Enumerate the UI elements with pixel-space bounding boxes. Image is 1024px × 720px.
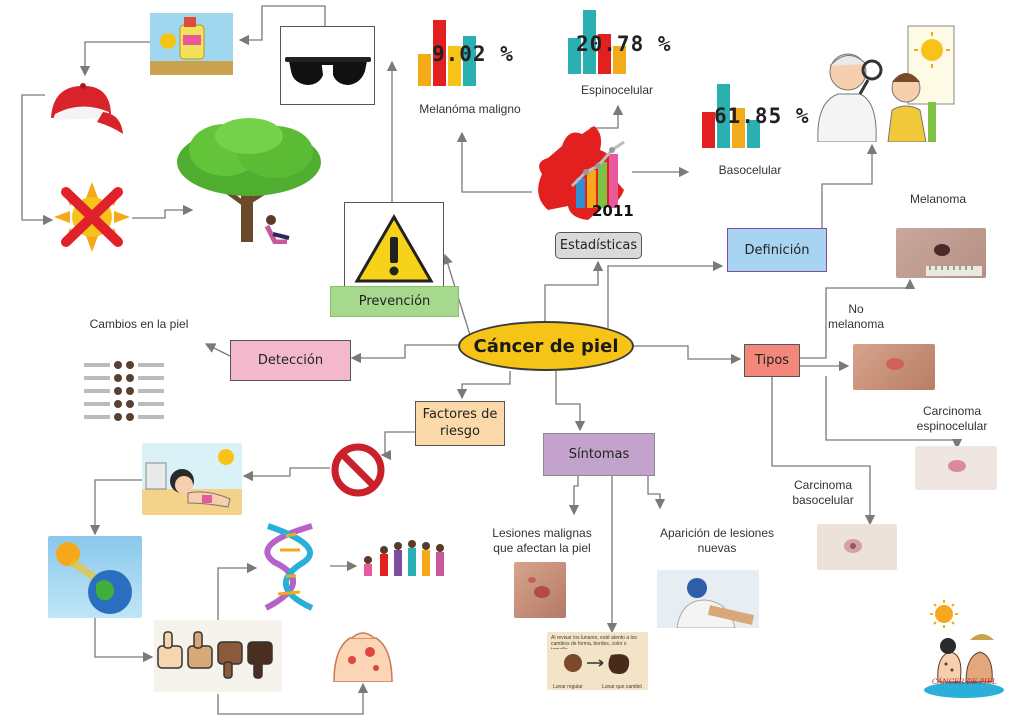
branch-deteccion-label: Detección: [257, 353, 324, 368]
basocelular-bar-icon: [700, 82, 760, 148]
melanoma-bar-icon: [416, 18, 476, 86]
stats-year: 2011: [592, 202, 634, 220]
branch-definicion-label: Definición: [744, 242, 810, 258]
branch-factores[interactable]: Factores de riesgo: [415, 401, 505, 446]
branch-estadisticas[interactable]: Estadísticas: [555, 232, 642, 259]
carcinoma-basocelular-photo: [817, 524, 897, 570]
branch-prevencion[interactable]: Prevención: [330, 286, 459, 317]
no-melanoma-photo: [853, 344, 935, 390]
espinocelular-label: Espinocelular: [580, 83, 654, 97]
melanoma-pct: 9.02 %: [432, 42, 514, 66]
stats-map-chart-image: [528, 120, 636, 228]
branch-estadisticas-label: Estadísticas: [559, 238, 638, 253]
aparicion-photo: [657, 570, 759, 628]
branch-tipos-label: Tipos: [754, 353, 790, 368]
moles-body-image: [330, 608, 396, 683]
abcde-chart-image: [84, 358, 198, 424]
basocelular-label: Basocelular: [718, 163, 782, 177]
sunscreen-image: [150, 13, 233, 75]
logo-text: CÁNCER DE PIEL: [932, 678, 997, 686]
tree-shade-image: [175, 116, 325, 245]
espinocelular-bar-icon: [566, 8, 626, 74]
cambios-label: Cambios en la piel: [89, 317, 189, 331]
carcinoma-espinocelular-label: Carcinoma espinocelular: [916, 404, 988, 433]
lesiones-malignas-label: Lesiones malignas que afectan la piel: [492, 526, 592, 555]
prohibited-icon: [330, 442, 386, 498]
central-label: Cáncer de piel: [473, 335, 619, 357]
abnormal-mole-caption: Lunar que cambió: [601, 684, 642, 690]
branch-definicion[interactable]: Definición: [727, 228, 827, 272]
no-sun-image: [52, 180, 132, 254]
melanoma-label: Melanóma maligno: [419, 102, 521, 116]
central-node[interactable]: Cáncer de piel: [458, 321, 634, 371]
skin-tones-thumbs-image: [154, 620, 282, 692]
carcinoma-espinocelular-photo: [915, 446, 997, 490]
family-image: [358, 536, 452, 582]
carcinoma-basocelular-label: Carcinoma basocelular: [792, 478, 854, 507]
basocelular-pct: 61.85 %: [714, 104, 810, 128]
sun-earth-image: [48, 536, 142, 618]
warning-icon: [354, 214, 434, 283]
dna-image: [256, 522, 328, 612]
cap-image: [45, 78, 125, 142]
branch-tipos[interactable]: Tipos: [744, 344, 800, 377]
branch-prevencion-label: Prevención: [358, 294, 431, 309]
lesiones-photo: [514, 562, 566, 618]
no-melanoma-label: No melanoma: [827, 302, 885, 331]
tanning-girl-image: [142, 443, 242, 515]
cancer-de-piel-logo: CÁNCER DE PIEL: [920, 598, 1004, 700]
branch-factores-label: Factores de riesgo: [422, 406, 498, 439]
moles-card: Al revisar los lunares, esté atento a lo…: [547, 632, 648, 690]
aparicion-label: Aparición de lesiones nuevas: [659, 526, 775, 555]
sunglasses-image: [280, 26, 375, 105]
moles-card-text: Al revisar los lunares, esté atento a lo…: [551, 635, 637, 649]
branch-sintomas[interactable]: Síntomas: [543, 433, 655, 476]
melanoma-type-label: Melanoma: [909, 192, 967, 206]
branch-sintomas-label: Síntomas: [568, 447, 630, 462]
melanoma-photo: [896, 228, 986, 278]
branch-deteccion[interactable]: Detección: [230, 340, 351, 381]
doctor-exam-image: [808, 22, 958, 143]
prevention-box: [344, 202, 444, 290]
normal-mole-caption: Lunar regular: [553, 684, 583, 690]
espinocelular-pct: 20.78 %: [576, 32, 672, 56]
